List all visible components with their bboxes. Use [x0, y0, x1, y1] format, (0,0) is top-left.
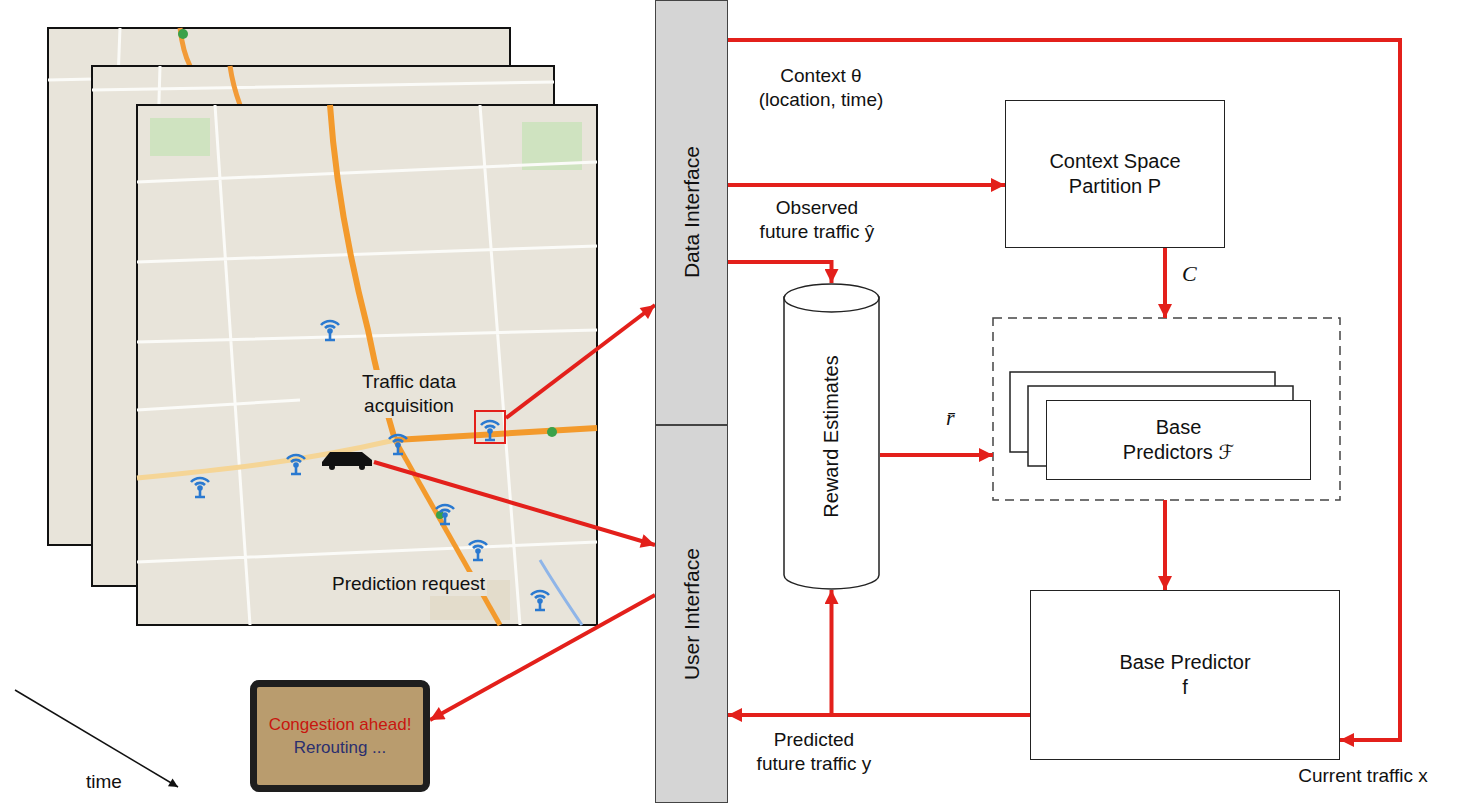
node-label: Base Predictor f — [1116, 650, 1254, 700]
connector-arrow — [728, 183, 1005, 187]
process-box: Base Predictor f — [1030, 590, 1340, 760]
node-label: Reward Estimates — [819, 355, 844, 517]
user-interface-bar: User Interface — [655, 425, 728, 803]
connector-arrow — [728, 262, 832, 283]
data-interface-bar: Data Interface — [655, 0, 728, 425]
cylinder-body — [784, 297, 879, 589]
edge-label: Current traffic x — [1268, 764, 1458, 788]
edge-label: Predicted future traffic y — [750, 728, 878, 776]
axis-label: time — [84, 770, 124, 794]
car-icon — [322, 452, 372, 470]
tablet-screen: Congestion ahead!Rerouting ... — [250, 680, 430, 792]
database-cylinder: Reward Estimates — [783, 283, 880, 590]
connector-arrow — [832, 590, 1031, 715]
node-label: Context Space Partition P — [1040, 149, 1190, 199]
process-box: Context Space Partition P — [1005, 100, 1225, 248]
map-frame-front — [137, 105, 597, 625]
acquisition-arrow — [506, 305, 655, 418]
connector-arrow — [1163, 500, 1167, 590]
map-annotation: Traffic data acquisition — [345, 370, 473, 418]
process-box: Base Predictors ℱ — [1046, 400, 1311, 480]
connector-arrow — [430, 595, 655, 720]
connector-arrow — [880, 453, 993, 457]
node-label: User Interface — [678, 548, 704, 680]
node-label: Rerouting ... — [294, 737, 387, 758]
map-annotation: Prediction request — [330, 572, 487, 596]
node-label: Data Interface — [678, 147, 704, 279]
node-label: Base Predictors ℱ — [1114, 415, 1244, 465]
edge-label: Observed future traffic ŷ — [752, 196, 882, 244]
base-predictor-group — [993, 318, 1340, 500]
edge-label: C — [1180, 260, 1212, 288]
request-arrow — [374, 462, 655, 545]
node-label: Congestion ahead! — [269, 714, 412, 735]
cylinder-top — [784, 284, 879, 312]
edge-label: r̄ — [944, 404, 976, 432]
connector-arrow — [1163, 248, 1167, 318]
edge-label: Context θ (location, time) — [742, 64, 900, 112]
